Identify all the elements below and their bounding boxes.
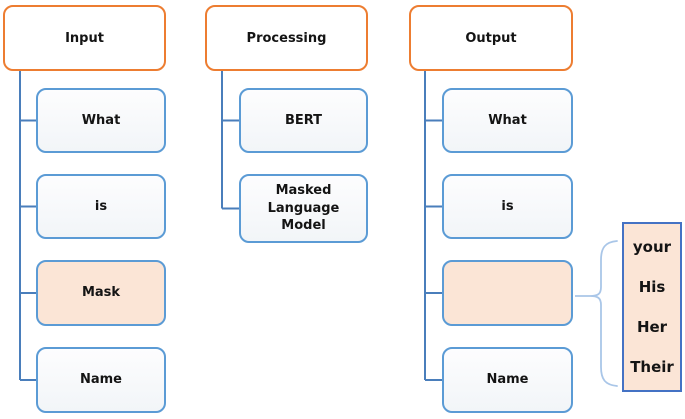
output-tree-lines bbox=[424, 71, 442, 381]
node-input-what: What bbox=[36, 88, 166, 153]
header-label-processing: Processing bbox=[246, 30, 327, 46]
node-processing-bert: BERT bbox=[239, 88, 368, 153]
header-label-output: Output bbox=[465, 30, 517, 46]
node-label: Name bbox=[79, 372, 122, 388]
node-label: BERT bbox=[284, 112, 323, 128]
prediction-item: Their bbox=[630, 358, 674, 376]
brace-connector bbox=[575, 240, 618, 387]
node-label: What bbox=[81, 112, 121, 128]
node-output-what: What bbox=[442, 88, 573, 153]
node-output-name: Name bbox=[442, 347, 573, 413]
header-box-processing: Processing bbox=[205, 5, 368, 71]
node-label: Masked Language Model bbox=[267, 183, 340, 234]
node-input-mask: Mask bbox=[36, 260, 166, 326]
input-tree-lines bbox=[19, 71, 36, 381]
prediction-candidates-box: your His Her Their bbox=[622, 222, 682, 392]
node-output-is: is bbox=[442, 174, 573, 239]
node-label: What bbox=[488, 112, 527, 128]
prediction-item: His bbox=[638, 278, 666, 296]
prediction-item: your bbox=[632, 238, 672, 256]
header-label-input: Input bbox=[65, 30, 104, 46]
node-input-is: is bbox=[36, 174, 166, 239]
header-box-input: Input bbox=[3, 5, 166, 71]
prediction-item: Her bbox=[636, 318, 668, 336]
processing-tree-lines bbox=[221, 71, 239, 210]
header-box-output: Output bbox=[409, 5, 573, 71]
node-label: Mask bbox=[81, 285, 121, 301]
node-processing-masked-language-model: Masked Language Model bbox=[239, 174, 368, 243]
node-output-masked-blank bbox=[442, 260, 573, 326]
node-input-name: Name bbox=[36, 347, 166, 413]
node-label: is bbox=[501, 198, 514, 214]
node-label: is bbox=[94, 198, 108, 214]
node-label: Name bbox=[486, 372, 529, 388]
